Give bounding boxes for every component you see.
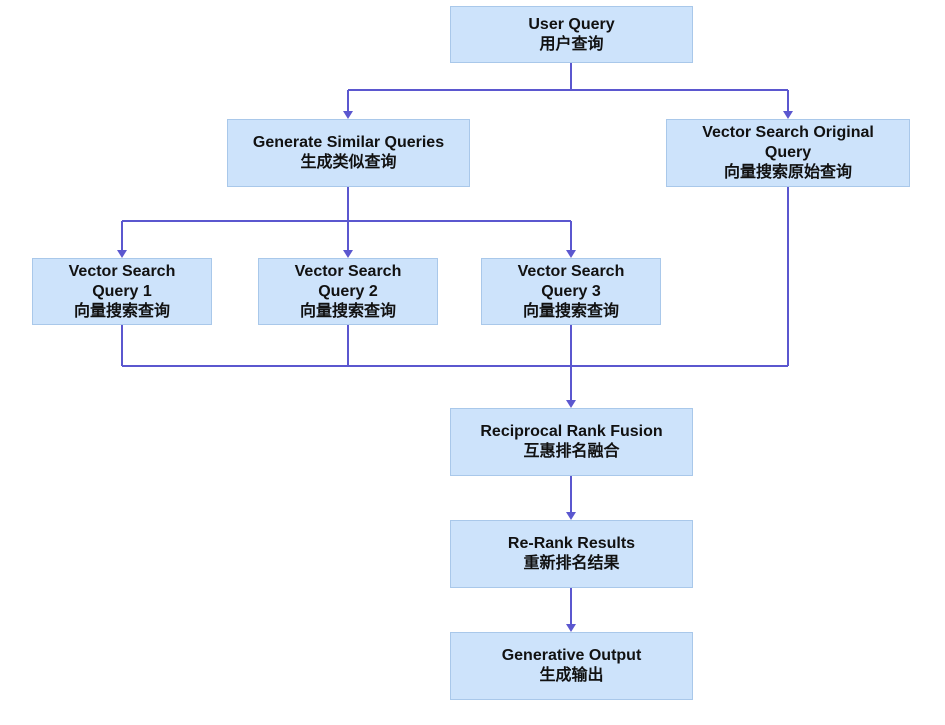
node-vector-search-query-1: Vector Search Query 1 向量搜索查询 <box>32 258 212 325</box>
node-rrf-zh: 互惠排名融合 <box>523 443 620 460</box>
node-generate-similar-queries: Generate Similar Queries 生成类似查询 <box>227 119 470 187</box>
node-vq3-en2: Query 3 <box>541 282 601 300</box>
node-user-query: User Query 用户查询 <box>450 6 693 63</box>
arrow-to-output <box>566 624 576 632</box>
node-vector-search-query-2: Vector Search Query 2 向量搜索查询 <box>258 258 438 325</box>
node-rerank-zh: 重新排名结果 <box>523 555 620 572</box>
node-vq1-en2: Query 1 <box>92 282 152 300</box>
arrow-to-rrf <box>566 400 576 408</box>
node-reciprocal-rank-fusion: Reciprocal Rank Fusion 互惠排名融合 <box>450 408 693 476</box>
node-vq1-zh: 向量搜索查询 <box>73 302 170 320</box>
node-vq3-en1: Vector Search <box>517 262 625 280</box>
arrow-to-vq2 <box>343 250 353 258</box>
node-generate-similar-en: Generate Similar Queries <box>252 134 445 151</box>
node-vector-original-en2: Query <box>764 144 812 161</box>
node-vector-original-zh: 向量搜索原始查询 <box>723 164 852 181</box>
node-vq2-zh: 向量搜索查询 <box>299 302 396 320</box>
node-vq1-en1: Vector Search <box>68 262 176 280</box>
node-user-query-zh: 用户查询 <box>539 35 604 53</box>
arrow-to-vq1 <box>117 250 127 258</box>
node-user-query-en: User Query <box>528 15 615 33</box>
node-re-rank-results: Re-Rank Results 重新排名结果 <box>450 520 693 588</box>
node-vector-original-en1: Vector Search Original <box>702 124 874 141</box>
arrow-to-generate-similar <box>343 111 353 119</box>
node-generate-similar-zh: 生成类似查询 <box>300 154 397 171</box>
node-vq2-en1: Vector Search <box>294 262 402 280</box>
node-vector-search-query-3: Vector Search Query 3 向量搜索查询 <box>481 258 661 325</box>
node-vector-search-original: Vector Search Original Query 向量搜索原始查询 <box>666 119 910 187</box>
arrow-to-vector-original <box>783 111 793 119</box>
arrow-to-rerank <box>566 512 576 520</box>
node-output-zh: 生成输出 <box>539 667 604 684</box>
node-vq2-en2: Query 2 <box>318 282 378 300</box>
node-generative-output: Generative Output 生成输出 <box>450 632 693 700</box>
node-rerank-en: Re-Rank Results <box>507 535 636 552</box>
node-vq3-zh: 向量搜索查询 <box>522 302 619 320</box>
node-rrf-en: Reciprocal Rank Fusion <box>480 423 663 440</box>
arrow-to-vq3 <box>566 250 576 258</box>
node-output-en: Generative Output <box>501 647 642 664</box>
